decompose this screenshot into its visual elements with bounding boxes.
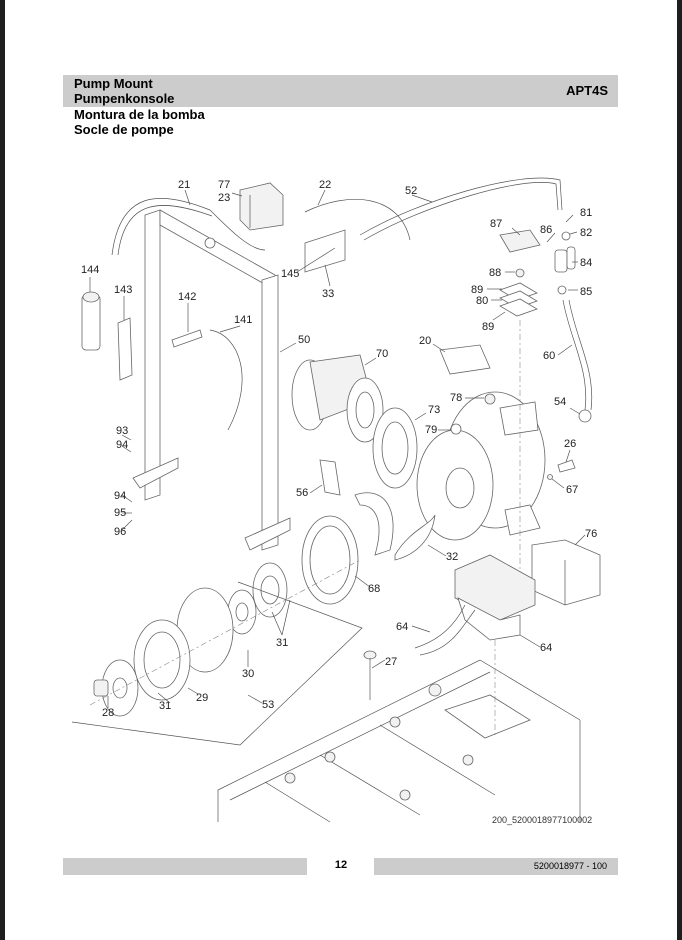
- figure-id: 200_5200018977100002: [492, 815, 593, 825]
- battery-box-64: [454, 554, 536, 641]
- pump-body: [416, 391, 546, 541]
- drain-valve-26: [557, 459, 576, 473]
- callout-64-left: 64: [396, 621, 408, 633]
- footer-bar-left: [63, 858, 307, 875]
- callout-95: 95: [114, 507, 126, 519]
- callout-78: 78: [450, 392, 462, 404]
- plate-142: [171, 329, 203, 348]
- pump-stand-frame: [132, 209, 291, 551]
- callout-88: 88: [489, 267, 501, 279]
- valve-70: [291, 354, 384, 443]
- callout-31-top: 31: [276, 637, 288, 649]
- page-number: 12: [334, 859, 348, 871]
- callout-33: 33: [322, 288, 334, 300]
- guard-32a: [354, 492, 394, 556]
- set-outline-53: [71, 581, 363, 746]
- callout-89-top: 89: [471, 284, 483, 296]
- callout-70: 70: [376, 348, 388, 360]
- coupling-assembly: [89, 559, 361, 717]
- callout-143: 143: [114, 284, 132, 296]
- callout-64-right: 64: [540, 642, 552, 654]
- callout-50: 50: [298, 334, 310, 346]
- callout-32: 32: [446, 551, 458, 563]
- callout-87: 87: [490, 218, 502, 230]
- callout-53: 53: [262, 699, 274, 711]
- cable-22: [304, 198, 411, 241]
- coupling-54: [578, 409, 592, 423]
- guard-32b: [394, 514, 436, 561]
- callout-85: 85: [580, 286, 592, 298]
- viewer-edge-right: [677, 0, 682, 940]
- callout-141: 141: [234, 314, 252, 326]
- callout-86: 86: [540, 224, 552, 236]
- callout-79: 79: [425, 424, 437, 436]
- callout-76: 76: [585, 528, 597, 540]
- bracket-143: [117, 317, 133, 381]
- hose-60: [562, 299, 587, 411]
- callout-145: 145: [281, 268, 299, 280]
- clamp-79: [450, 423, 462, 435]
- part-78: [484, 393, 496, 405]
- cable-141: [209, 329, 243, 431]
- callout-89-bottom: 89: [482, 321, 494, 333]
- plug-67: [547, 474, 553, 480]
- dipstick-27: [363, 650, 377, 700]
- callout-29: 29: [196, 692, 208, 704]
- title-english: Pump Mount: [74, 76, 153, 91]
- callout-142: 142: [178, 291, 196, 303]
- callout-23: 23: [218, 192, 230, 204]
- solenoid-valve-assembly: [499, 229, 576, 600]
- callout-21: 21: [178, 179, 190, 191]
- leader-lines: [89, 189, 586, 708]
- callout-52: 52: [405, 185, 417, 197]
- footer-bar-right: [374, 858, 618, 875]
- callout-67: 67: [566, 484, 578, 496]
- title-french: Socle de pompe: [74, 122, 174, 137]
- bracket-33: [304, 229, 346, 273]
- callout-31-bottom: 31: [159, 700, 171, 712]
- callout-22: 22: [319, 179, 331, 191]
- callout-80: 80: [476, 295, 488, 307]
- title-german: Pumpenkonsole: [74, 91, 175, 106]
- cable-21: [111, 198, 266, 256]
- hose-52: [359, 177, 563, 236]
- callout-96: 96: [114, 526, 126, 538]
- callout-93: 93: [116, 425, 128, 437]
- callout-84: 84: [580, 257, 592, 269]
- header-bar: [63, 75, 618, 107]
- cable-64a: [414, 604, 466, 649]
- sensor-144: [81, 291, 101, 351]
- title-spanish: Montura de la bomba: [74, 107, 205, 122]
- callout-labels: 21 77 23 22 52 81 87 86 82 84 144 145 33…: [81, 179, 597, 719]
- viewer-edge-left: [0, 0, 5, 940]
- callout-77: 77: [218, 179, 230, 191]
- callout-144: 144: [81, 264, 99, 276]
- model-code: APT4S: [566, 83, 608, 98]
- plate-20: [439, 344, 491, 375]
- callout-73: 73: [428, 404, 440, 416]
- callout-60: 60: [543, 350, 555, 362]
- callout-82: 82: [580, 227, 592, 239]
- callout-94-bottom: 94: [114, 490, 126, 502]
- callout-30: 30: [242, 668, 254, 680]
- cable-64b: [419, 609, 476, 656]
- callout-28: 28: [102, 707, 114, 719]
- callout-27: 27: [385, 656, 397, 668]
- callout-54: 54: [554, 396, 566, 408]
- battery-76: [531, 539, 601, 606]
- callout-56: 56: [296, 487, 308, 499]
- callout-81: 81: [580, 207, 592, 219]
- control-box: [239, 182, 284, 231]
- chassis-frame: [217, 640, 581, 823]
- document-number: 5200018977 - 100: [533, 861, 607, 871]
- callout-26: 26: [564, 438, 576, 450]
- callout-20: 20: [419, 335, 431, 347]
- gasket-73: [372, 407, 418, 489]
- bracket-56: [319, 459, 341, 496]
- callout-94-top: 94: [116, 439, 128, 451]
- flange-68: [301, 515, 359, 605]
- callout-68: 68: [368, 583, 380, 595]
